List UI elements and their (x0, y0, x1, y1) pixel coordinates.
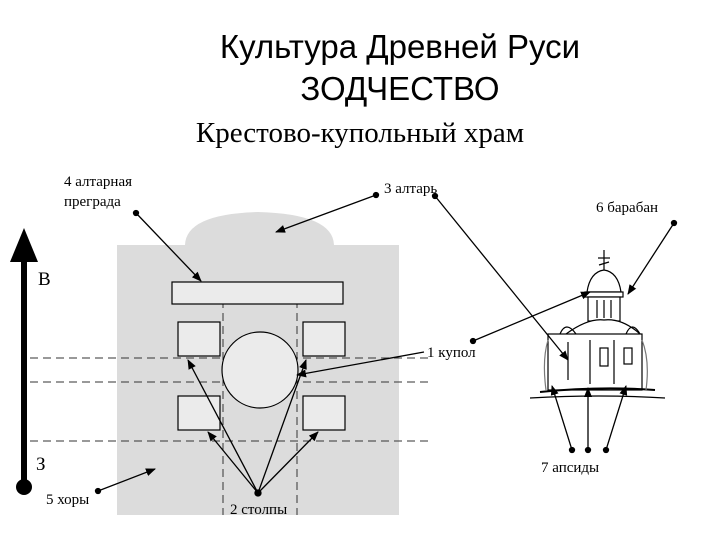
label-altar-barrier-2: преграда (64, 194, 121, 210)
pillar-ne (302, 321, 346, 357)
pillar-sw (177, 395, 221, 431)
dome-circle (221, 331, 299, 409)
label-drum: 6 барабан (596, 200, 658, 216)
page-subtitle: ЗОДЧЕСТВО (300, 70, 500, 107)
west-label: З (36, 454, 46, 475)
section-heading: Крестово-купольный храм (195, 117, 525, 149)
floor-plan (30, 212, 430, 515)
compass-arrow (10, 228, 38, 495)
pillar-se (302, 395, 346, 431)
page-title: Культура Древней Руси (219, 28, 581, 65)
church-illustration (529, 250, 666, 399)
label-altar: 3 алтарь (384, 181, 437, 197)
label-altar-barrier-1: 4 алтарная (64, 174, 132, 190)
label-dome: 1 купол (427, 345, 476, 361)
apse-shape (185, 212, 334, 245)
altar-barrier (171, 281, 344, 305)
label-choirs: 5 хоры (46, 492, 89, 508)
label-pillars: 2 столпы (230, 502, 287, 518)
pointer-lines (94, 191, 678, 497)
label-apses: 7 апсиды (541, 460, 599, 476)
east-label: В (38, 269, 51, 290)
pillar-nw (177, 321, 221, 357)
